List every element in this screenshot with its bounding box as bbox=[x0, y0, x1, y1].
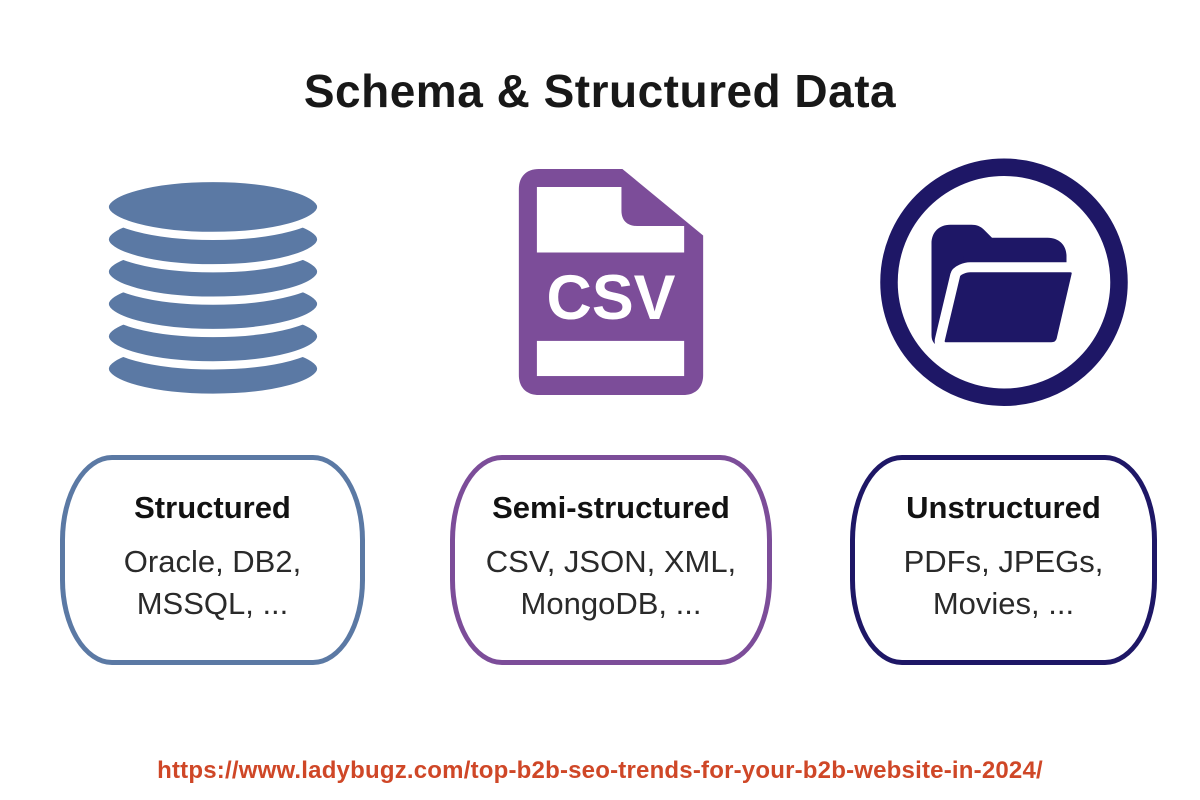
structured-card: Structured Oracle, DB2, MSSQL, ... bbox=[60, 455, 365, 665]
csv-file-icon: CSV bbox=[516, 166, 706, 398]
structured-card-title: Structured bbox=[134, 490, 291, 525]
database-icon bbox=[99, 168, 327, 405]
unstructured-card-title: Unstructured bbox=[906, 490, 1101, 525]
structured-card-examples: Oracle, DB2, MSSQL, ... bbox=[123, 544, 302, 622]
source-url: https://www.ladybugz.com/top-b2b-seo-tre… bbox=[157, 757, 1043, 784]
semi-structured-card: Semi-structured CSV, JSON, XML, MongoDB,… bbox=[450, 455, 772, 665]
column-structured: Structured Oracle, DB2, MSSQL, ... bbox=[60, 150, 365, 680]
column-unstructured: Unstructured PDFs, JPEGs, Movies, ... bbox=[850, 150, 1157, 680]
semi-structured-card-title: Semi-structured bbox=[492, 490, 730, 525]
unstructured-card: Unstructured PDFs, JPEGs, Movies, ... bbox=[850, 455, 1157, 665]
semi-structured-card-examples: CSV, JSON, XML, MongoDB, ... bbox=[485, 544, 737, 622]
unstructured-card-examples: PDFs, JPEGs, Movies, ... bbox=[903, 544, 1104, 622]
column-semi-structured: CSV Semi-structured CSV, JSON, XML, Mong… bbox=[450, 150, 772, 680]
open-folder-icon bbox=[879, 156, 1129, 406]
page-title: Schema & Structured Data bbox=[303, 65, 897, 117]
csv-icon-label: CSV bbox=[547, 263, 676, 333]
